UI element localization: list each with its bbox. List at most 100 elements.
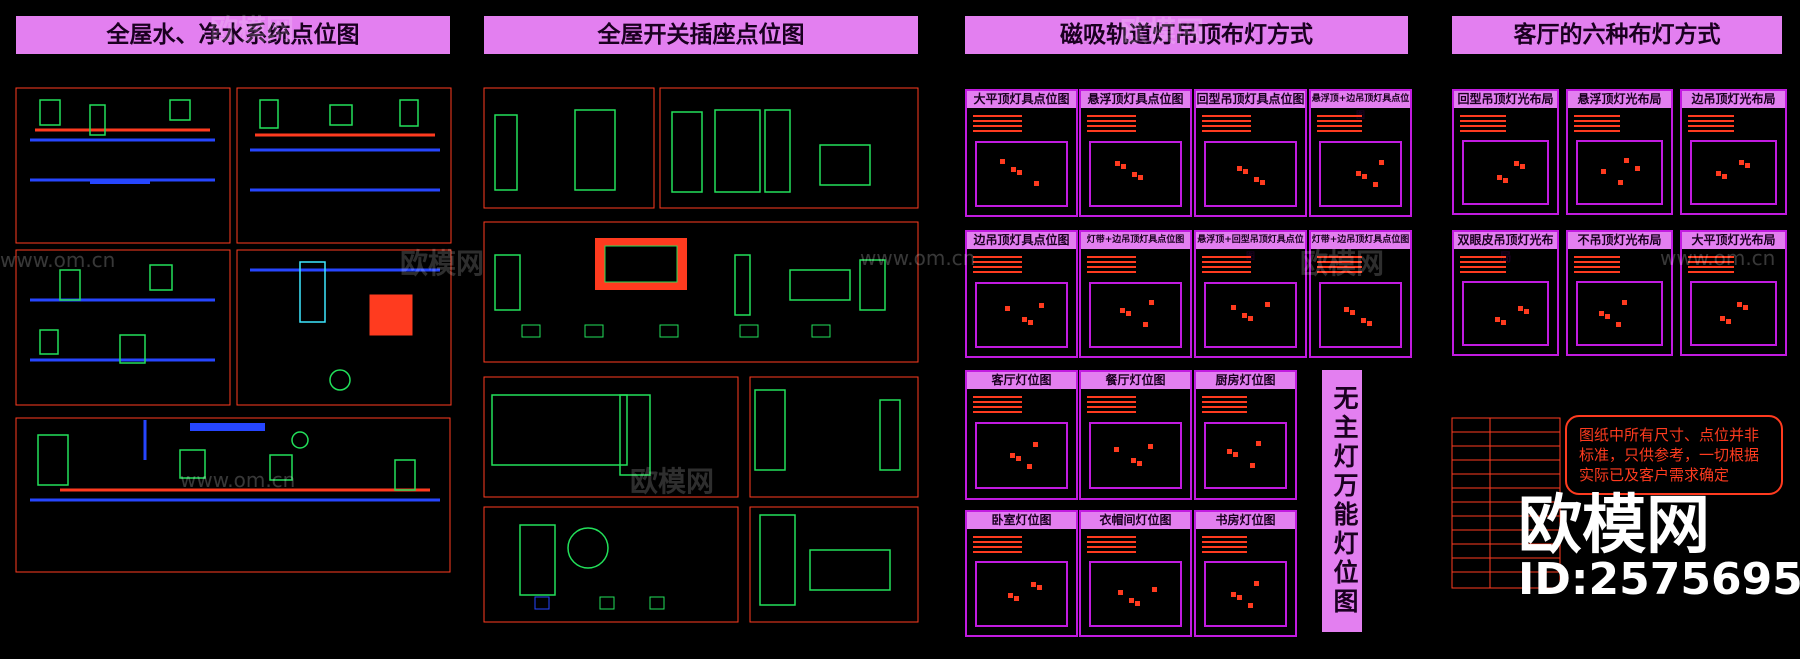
light-point-icon [1030,581,1036,587]
light-point-icon [1523,309,1529,315]
room-panel-3: 厨房灯位图 [1194,370,1297,500]
panel-label: 厨房灯位图 [1196,372,1295,389]
vertical-label: 无主灯万能灯位图 [1322,370,1362,632]
light-point-icon [1236,166,1242,172]
track-panel-6: 灯带+边吊顶灯具点位图 [1079,230,1192,358]
living-panel-6: 大平顶灯光布局 [1680,230,1787,356]
panel-legend-block [973,256,1023,274]
light-point-icon [1513,161,1519,167]
panel-ceiling-frame [1319,281,1402,348]
light-point-icon [1142,322,1148,328]
room-panel-2: 餐厅灯位图 [1079,370,1192,500]
track-panel-1: 大平顶灯具点位图 [965,89,1078,217]
light-point-icon [1502,178,1508,184]
track-panel-2: 悬浮顶灯具点位图 [1079,89,1192,217]
light-point-icon [1600,169,1606,175]
light-point-icon [1226,449,1232,455]
panel-ceiling-frame [1089,281,1182,348]
panel-legend-block [1317,256,1362,274]
panel-label: 卧室灯位图 [967,512,1076,529]
light-point-icon [1719,316,1725,322]
light-point-icon [1519,164,1525,170]
light-point-icon [1725,319,1731,325]
panel-label: 不吊顶灯光布局 [1568,232,1671,249]
panel-label: 书房灯位图 [1196,512,1295,529]
living-panel-4: 双眼皮吊顶灯光布局 [1452,230,1559,356]
track-panel-4: 悬浮顶+边吊顶灯具点位图 [1309,89,1412,217]
panel-ceiling-frame [1690,139,1777,205]
watermark-id: ID:2575695 [1518,554,1800,605]
living-panel-1: 回型吊顶灯光布局 [1452,89,1559,215]
light-point-icon [1016,170,1022,176]
disclaimer-note: 图纸中所有尺寸、点位并非标准，只供参考，一切根据实际已及客户需求确定 [1565,415,1783,495]
light-point-icon [999,159,1005,165]
light-point-icon [1007,592,1013,598]
light-point-icon [1736,302,1742,308]
light-point-icon [1009,453,1015,459]
panel-ceiling-frame [1690,280,1777,346]
light-point-icon [1236,594,1242,600]
light-point-icon [1230,591,1236,597]
living-panel-2: 悬浮顶灯光布局 [1566,89,1673,215]
light-point-icon [1026,464,1032,470]
watermark-brand-5: 欧模网 [630,465,715,498]
panel-legend-block [1574,115,1621,133]
light-point-icon [1136,461,1142,467]
light-point-icon [1617,180,1623,186]
watermark-brand-4: 欧模网 [1300,247,1385,280]
panel-ceiling-frame [1462,139,1549,205]
panel-legend-block [1460,256,1507,274]
light-point-icon [1496,175,1502,181]
light-point-icon [1230,305,1236,311]
panel-legend-block [1688,115,1735,133]
light-point-icon [1010,167,1016,173]
water-pipes [30,128,440,502]
light-point-icon [1148,300,1154,306]
light-point-icon [1500,320,1506,326]
light-point-icon [1013,595,1019,601]
panel-ceiling-frame [1319,140,1402,207]
light-point-icon [1125,311,1131,317]
room-panel-4: 卧室灯位图 [965,510,1078,637]
header-living: 客厅的六种布灯方式 [1452,16,1782,54]
light-point-icon [1372,182,1378,188]
panel-ceiling-frame [1204,561,1287,627]
switch-panels [483,87,919,623]
light-point-icon [1147,444,1153,450]
panel-ceiling-frame [1204,422,1287,490]
light-point-icon [1242,169,1248,175]
panel-legend-block [1317,115,1362,133]
panel-label: 大平顶灯光布局 [1682,232,1785,249]
light-point-icon [1247,602,1253,608]
watermark-url-1: www.om.cn [0,248,116,272]
panel-ceiling-frame [1576,139,1663,205]
room-panel-1: 客厅灯位图 [965,370,1078,500]
living-panel-3: 边吊顶灯光布局 [1680,89,1787,215]
panel-ceiling-frame [1089,422,1182,490]
light-point-icon [1032,442,1038,448]
panel-label: 回型吊顶灯具点位图 [1196,91,1305,108]
panel-legend-block [1688,256,1735,274]
light-point-icon [1119,308,1125,314]
light-point-icon [1253,580,1259,586]
light-point-icon [1249,463,1255,469]
panel-label: 边吊顶灯具点位图 [967,232,1076,249]
header-track: 磁吸轨道灯吊顶布灯方式 [965,16,1408,54]
light-point-icon [1366,321,1372,327]
watermark-brand-large: 欧模网 [1518,489,1710,563]
light-point-icon [1137,175,1143,181]
header-switch: 全屋开关插座点位图 [484,16,918,54]
light-point-icon [1130,458,1136,464]
panel-label: 客厅灯位图 [967,372,1076,389]
panel-label: 灯带+边吊顶灯具点位图 [1081,232,1190,249]
watermark-brand-2: 欧模网 [400,247,485,280]
light-point-icon [1360,318,1366,324]
panel-label: 回型吊顶灯光布局 [1454,91,1557,108]
switch-furniture [491,109,901,606]
light-point-icon [1253,177,1259,183]
panel-label: 大平顶灯具点位图 [967,91,1076,108]
panel-ceiling-frame [975,422,1068,490]
header-water: 全屋水、净水系统点位图 [16,16,450,54]
room-panel-6: 书房灯位图 [1194,510,1297,637]
